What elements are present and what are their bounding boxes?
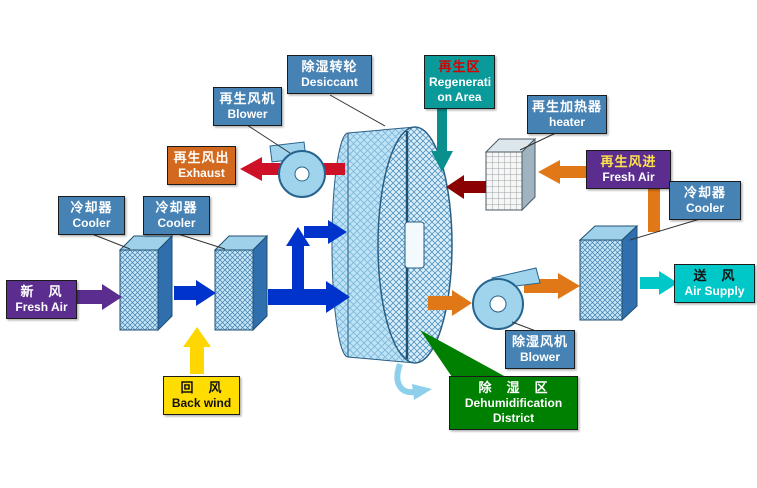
label-dehumid-district: 除 湿 区 Dehumidification District <box>449 376 578 431</box>
label-regen-blower-en: Blower <box>227 107 268 122</box>
arrow-process-riser-up <box>286 227 310 290</box>
label-back-wind: 回 风 Back wind <box>163 376 240 416</box>
arrow-fresh-air-in <box>76 284 122 310</box>
cooler-unit-left <box>118 234 174 332</box>
label-regen-exhaust: 再生风出 Exhaust <box>167 146 236 186</box>
label-cooler-left-zh: 冷却器 <box>70 200 113 215</box>
label-cooler-right-zh: 冷却器 <box>683 185 726 200</box>
label-cooler-right: 冷却器 Cooler <box>669 181 741 221</box>
label-regen-blower: 再生风机 Blower <box>213 87 282 127</box>
arrow-regeneration-area <box>431 107 453 172</box>
arrow-wheel-to-blower <box>428 290 472 316</box>
label-desiccant-en: Desiccant <box>301 75 358 90</box>
label-connector-lines <box>91 94 701 332</box>
label-air-supply: 送 风 Air Supply <box>674 264 755 304</box>
label-cooler-right-en: Cooler <box>685 201 724 216</box>
cooler-unit-right <box>578 224 639 322</box>
label-dehumid-blower: 除湿风机 Blower <box>505 330 575 370</box>
label-dehumid-blower-en: Blower <box>519 350 560 365</box>
label-desiccant-zh: 除湿转轮 <box>301 59 358 74</box>
label-regen-fresh-air: 再生风进 Fresh Air <box>586 150 671 190</box>
label-desiccant: 除湿转轮 Desiccant <box>287 55 372 95</box>
wheel-rotation-arrow <box>394 362 432 400</box>
label-regen-fresh-air-en: Fresh Air <box>602 170 655 185</box>
label-cooler-left-en: Cooler <box>72 216 111 231</box>
label-regen-heater-en: heater <box>548 115 586 130</box>
label-fresh-air: 新 风 Fresh Air <box>6 280 77 320</box>
label-cooler-mid-en: Cooler <box>157 216 196 231</box>
label-air-supply-en: Air Supply <box>684 284 745 299</box>
label-regeneration-area-en2: on Area <box>437 90 482 105</box>
cooler-unit-mid <box>213 234 269 332</box>
label-regen-fresh-air-zh: 再生风进 <box>600 154 657 169</box>
label-air-supply-zh: 送 风 <box>693 268 736 283</box>
label-regeneration-area: 再生区 Regenerati on Area <box>424 55 495 110</box>
desiccant-wheel <box>331 126 453 364</box>
label-cooler-mid: 冷却器 Cooler <box>143 196 210 236</box>
label-dehumid-district-en2: District <box>492 411 535 426</box>
label-cooler-left: 冷却器 Cooler <box>58 196 125 236</box>
label-dehumid-district-en1: Dehumidification <box>464 396 563 411</box>
label-back-wind-zh: 回 风 <box>180 380 223 395</box>
arrow-process-riser-right <box>304 220 347 244</box>
arrow-heater-to-wheel <box>446 175 486 199</box>
label-regeneration-area-en1: Regenerati <box>429 75 492 90</box>
arrow-air-supply <box>640 271 678 295</box>
label-regeneration-area-zh: 再生区 <box>438 59 481 74</box>
dehumid-blower-fan <box>472 267 541 330</box>
arrow-process-air-1 <box>174 280 216 306</box>
label-back-wind-en: Back wind <box>171 396 232 411</box>
dehumid-district-pointer <box>420 330 506 377</box>
label-regen-heater-zh: 再生加热器 <box>532 99 603 114</box>
heater-unit <box>484 137 537 212</box>
label-dehumid-blower-zh: 除湿风机 <box>511 334 568 349</box>
label-regen-heater: 再生加热器 heater <box>527 95 607 135</box>
wheel-hub <box>404 221 425 269</box>
label-regen-exhaust-zh: 再生风出 <box>173 150 230 165</box>
label-fresh-air-en: Fresh Air <box>15 300 68 315</box>
label-fresh-air-zh: 新 风 <box>20 284 63 299</box>
label-regen-exhaust-en: Exhaust <box>178 166 225 181</box>
label-dehumid-district-zh: 除 湿 区 <box>478 380 549 395</box>
label-cooler-mid-zh: 冷却器 <box>155 200 198 215</box>
arrow-back-wind <box>183 327 211 374</box>
arrow-process-air-2 <box>268 281 350 313</box>
label-regen-blower-zh: 再生风机 <box>219 91 276 106</box>
